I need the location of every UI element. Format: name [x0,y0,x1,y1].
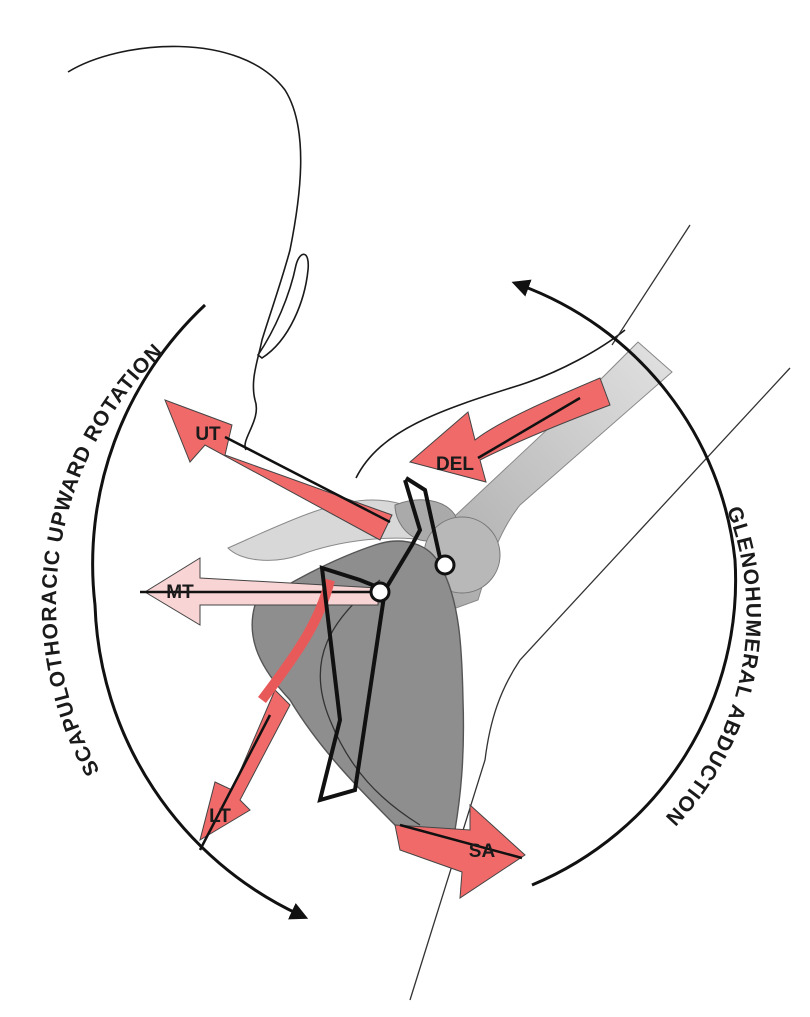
glenohumeral-arc [511,279,738,887]
scapula-spine-contour [319,579,421,826]
label-ut: UT [195,424,221,445]
del-moment-arm [404,476,442,559]
glenohumeral-axis [434,554,456,576]
arm-lower-line [409,367,791,1001]
head-outline [67,45,302,451]
scapula-bone [251,540,465,841]
del-muscle-arrow [408,377,611,483]
neck-shoulder-outline [355,329,626,479]
scapulothoracic-label: SCAPULOTHORACIC UPWARD ROTATION [38,339,168,779]
label-sa: SA [469,841,496,862]
glenohumeral-label: GLENOHUMERAL ABDUCTION [660,503,764,830]
sa-muscle-arrow [394,803,526,899]
scapulothoracic-arc [91,303,309,920]
moment-arm-lines [317,479,423,803]
mt-muscle-arrow [140,557,380,626]
ut-muscle-arrow [164,399,393,541]
arm-upper-line [611,224,691,346]
label-mt: MT [166,582,194,603]
label-del: DEL [436,454,474,475]
scapulothoracic-axis [369,581,391,603]
ear-outline [256,253,310,359]
label-lt: LT [209,806,231,827]
